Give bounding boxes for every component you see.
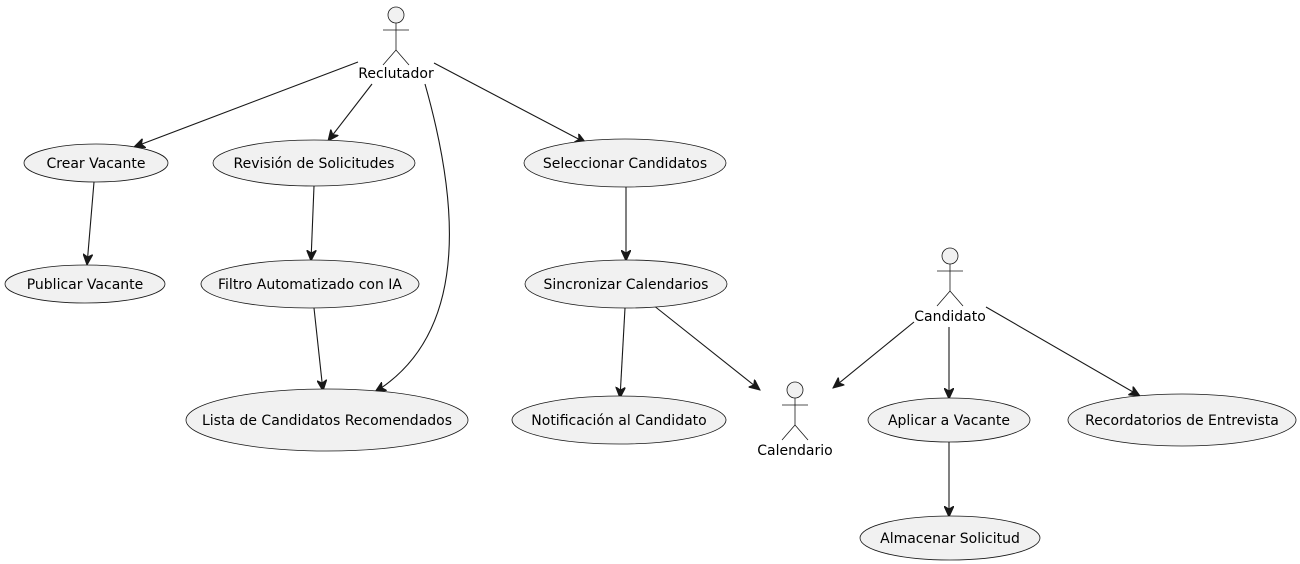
actor-leg-right (395, 49, 410, 66)
actor-leg-right (949, 290, 964, 307)
actor-candidato: Candidato (914, 247, 986, 325)
actor-reclutador: Reclutador (358, 6, 434, 82)
edge-reclutador-lista-recomendados (375, 83, 450, 392)
actor-head (387, 6, 405, 24)
actor-label: Calendario (757, 443, 832, 459)
actor-calendario: Calendario (757, 381, 833, 459)
use-case-notificacion-candidato: Notificación al Candidato (511, 395, 727, 445)
edge-reclutador-seleccionar-candidatos (433, 62, 586, 143)
actor-head (941, 247, 959, 265)
use-case-label: Publicar Vacante (27, 277, 144, 293)
actor-leg-left (936, 290, 951, 307)
use-case-label: Revisión de Solicitudes (234, 156, 395, 172)
use-case-label: Aplicar a Vacante (888, 413, 1010, 429)
edge-reclutador-revision-solicitudes (328, 83, 373, 141)
use-case-label: Recordatorios de Entrevista (1085, 413, 1279, 429)
actor-leg-left (382, 49, 397, 66)
edge-sincronizar-calendario (652, 304, 760, 390)
use-case-lista-recomendados: Lista de Candidatos Recomendados (185, 388, 469, 452)
use-case-aplicar-vacante: Aplicar a Vacante (867, 397, 1031, 443)
actor-leg-left (781, 424, 796, 441)
actor-head (786, 381, 804, 399)
edge-candidato-recordatorios (985, 306, 1140, 396)
use-case-label: Seleccionar Candidatos (543, 156, 707, 172)
edge-sincronizar-notificacion (620, 307, 625, 398)
edge-filtro-ia-lista-recomendados (313, 307, 323, 391)
use-case-label: Almacenar Solicitud (880, 531, 1020, 547)
use-case-recordatorios-entrevista: Recordatorios de Entrevista (1067, 393, 1297, 447)
actor-label: Candidato (914, 309, 986, 325)
use-case-label: Notificación al Candidato (531, 413, 706, 429)
actor-label: Reclutador (358, 66, 434, 82)
use-case-sincronizar-calendarios: Sincronizar Calendarios (524, 259, 728, 309)
use-case-seleccionar-candidatos: Seleccionar Candidatos (523, 138, 727, 188)
edge-crear-vacante-publicar-vacante (87, 181, 95, 265)
use-case-revision-solicitudes: Revisión de Solicitudes (212, 139, 416, 187)
edge-revision-filtro-ia (311, 185, 314, 261)
use-case-label: Filtro Automatizado con IA (218, 277, 402, 293)
use-case-label: Sincronizar Calendarios (544, 277, 709, 293)
edge-reclutador-crear-vacante (134, 61, 359, 147)
edge-candidato-calendario (833, 321, 915, 388)
actor-leg-right (794, 424, 809, 441)
use-case-label: Crear Vacante (47, 156, 146, 172)
use-case-almacenar-solicitud: Almacenar Solicitud (859, 515, 1041, 561)
use-case-label: Lista de Candidatos Recomendados (202, 413, 452, 429)
use-case-crear-vacante: Crear Vacante (23, 143, 169, 183)
relations (87, 61, 1140, 517)
use-case-publicar-vacante: Publicar Vacante (4, 264, 166, 304)
use-case-filtro-ia: Filtro Automatizado con IA (200, 259, 420, 309)
